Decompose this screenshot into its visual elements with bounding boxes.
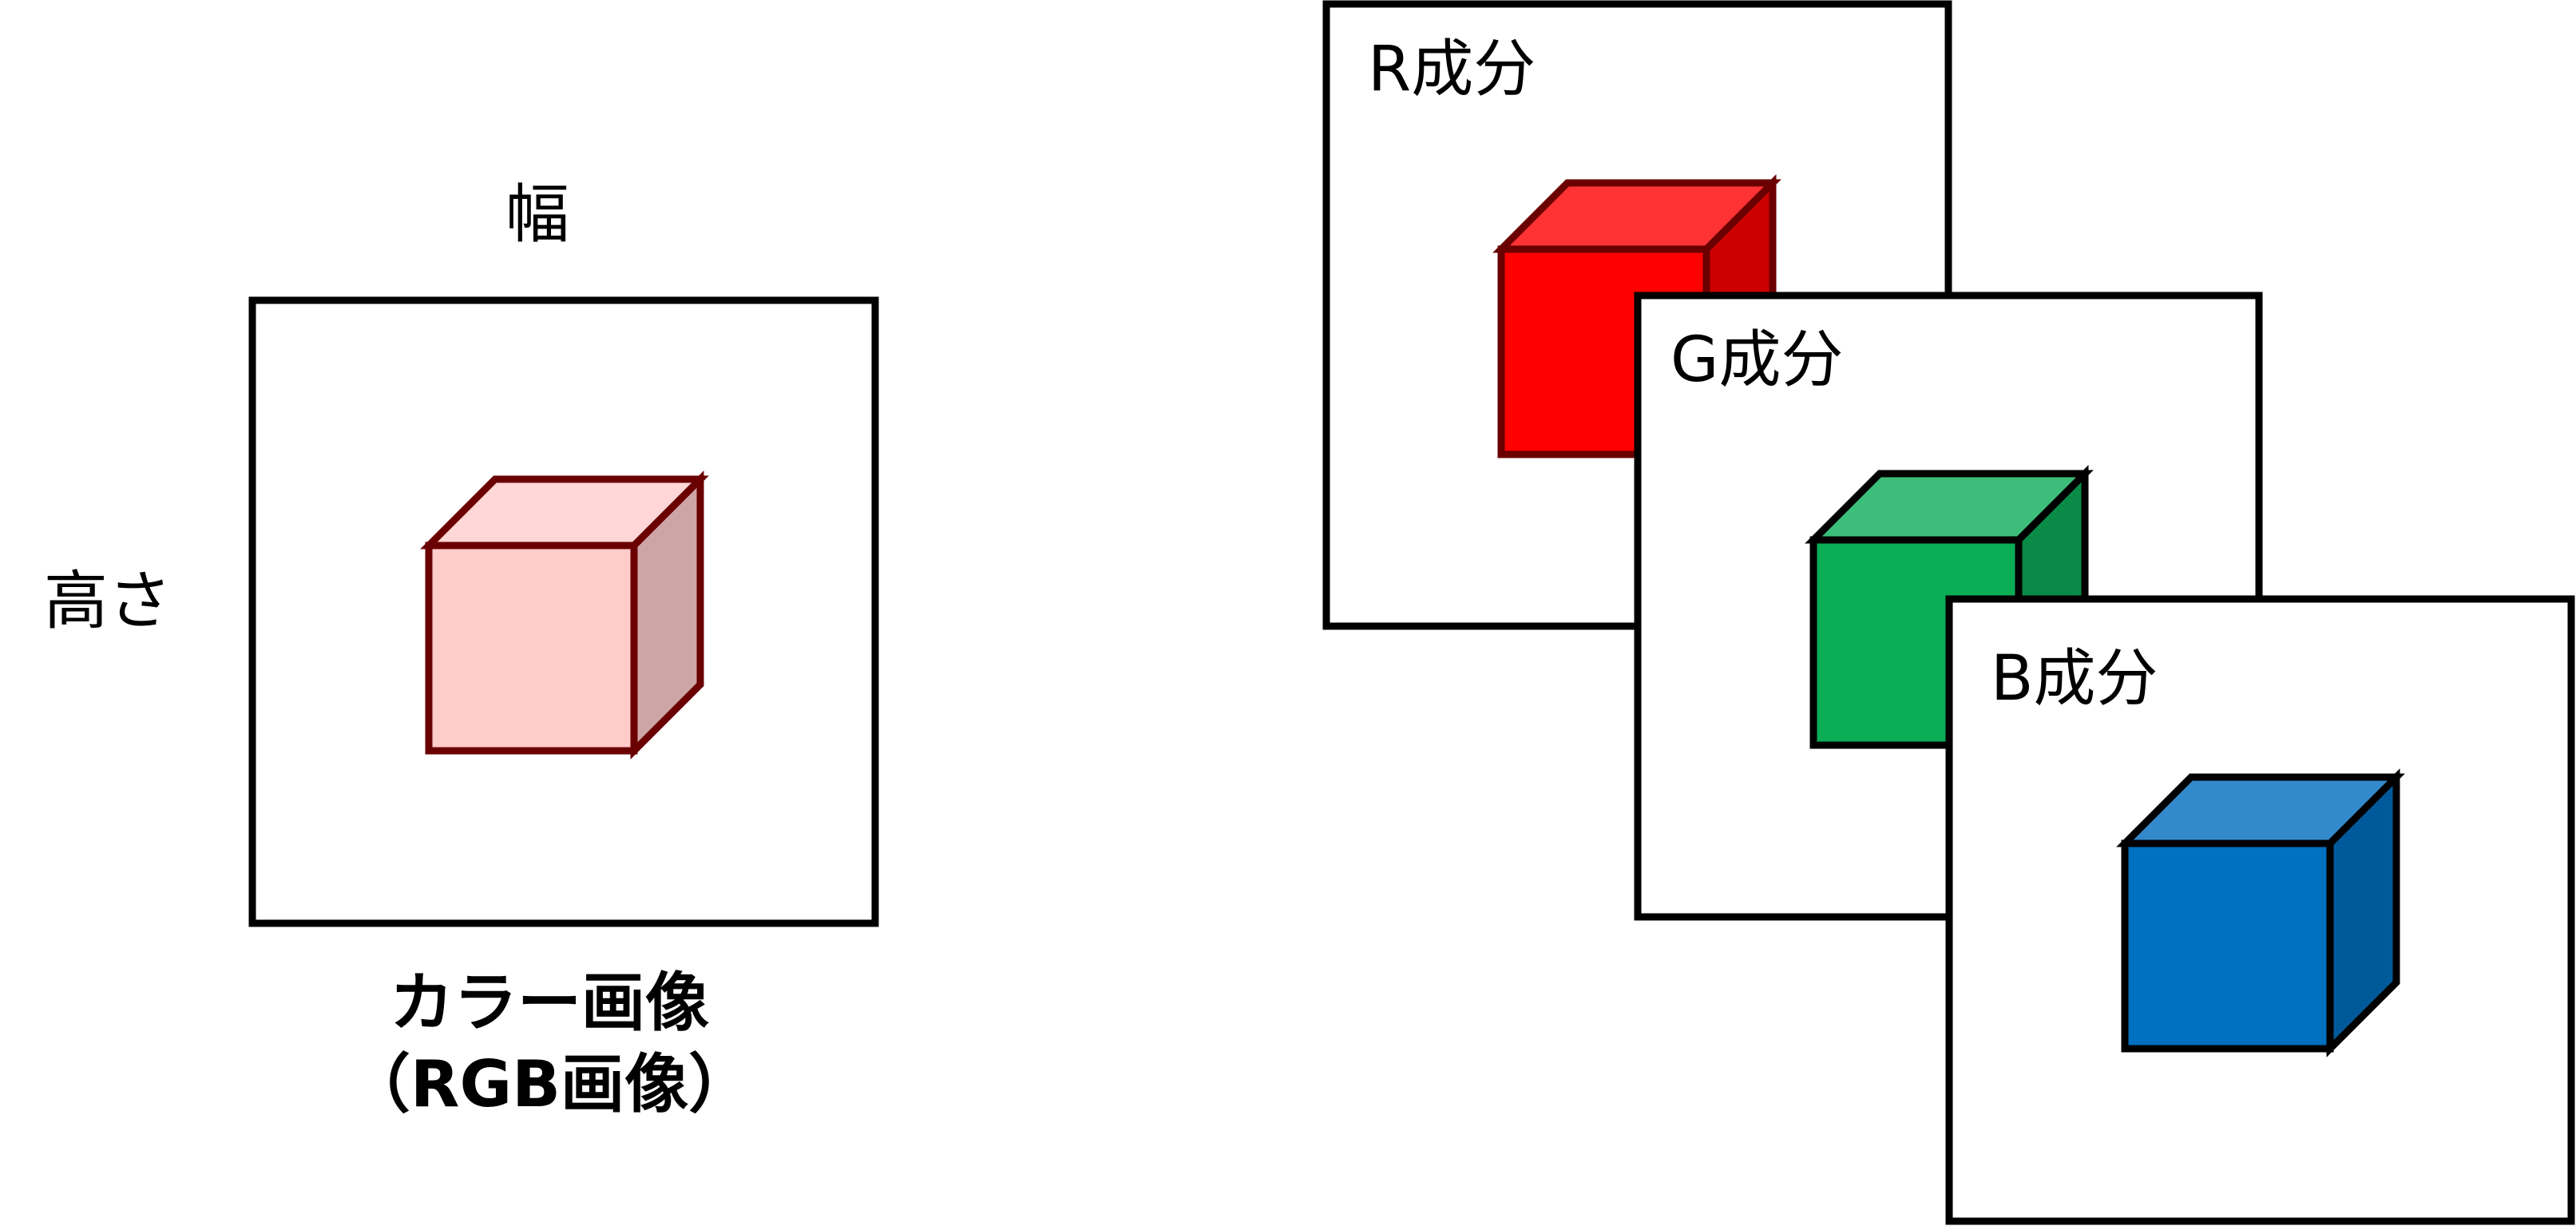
caption-line-1: カラー画像 [390,966,709,1040]
color-image-cube [420,470,709,760]
height-label: 高さ [44,564,172,638]
cube-front-face [425,542,638,755]
g-component-label: G成分 [1670,324,1843,396]
r-component-label: R成分 [1368,34,1536,105]
caption-line-2: （RGB画像） [347,1047,752,1121]
color-image-group: 幅 高さ カラー画像 （RGB画像） [44,177,879,1121]
b-component-label: B成分 [1991,643,2158,715]
b-component-layer: B成分 [1945,595,2575,1225]
cube-front-face [2121,839,2334,1053]
width-label: 幅 [505,177,569,252]
b-component-cube [2116,768,2405,1057]
